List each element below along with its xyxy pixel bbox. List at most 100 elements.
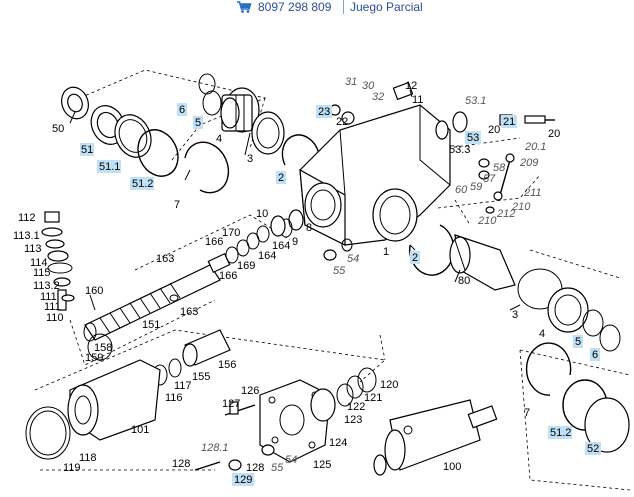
label-166a[interactable]: 166 bbox=[205, 236, 223, 248]
label-5b[interactable]: 5 bbox=[575, 336, 581, 348]
label-30[interactable]: 30 bbox=[362, 80, 375, 92]
label-8[interactable]: 8 bbox=[306, 222, 312, 234]
label-2b[interactable]: 2 bbox=[412, 252, 418, 264]
label-50[interactable]: 50 bbox=[52, 123, 64, 135]
label-209[interactable]: 209 bbox=[519, 157, 538, 169]
label-9[interactable]: 9 bbox=[292, 236, 298, 248]
label-164b[interactable]: 164 bbox=[258, 250, 276, 262]
label-53-3[interactable]: 53.3 bbox=[449, 144, 470, 156]
label-23[interactable]: 23 bbox=[318, 106, 330, 118]
label-113-2[interactable]: 113.2 bbox=[33, 280, 60, 292]
part-number-link[interactable]: 8097 298 809 bbox=[258, 0, 332, 14]
label-53[interactable]: 53 bbox=[467, 132, 479, 144]
label-128a[interactable]: 128 bbox=[172, 458, 190, 470]
label-58[interactable]: 58 bbox=[493, 162, 506, 174]
label-7b[interactable]: 7 bbox=[524, 407, 530, 419]
label-155[interactable]: 155 bbox=[192, 371, 210, 383]
label-60[interactable]: 60 bbox=[455, 184, 468, 196]
label-22[interactable]: 22 bbox=[336, 116, 348, 128]
label-101[interactable]: 101 bbox=[131, 424, 149, 436]
label-163b[interactable]: 163 bbox=[180, 306, 198, 318]
label-113[interactable]: 113 bbox=[24, 243, 42, 255]
label-117[interactable]: 117 bbox=[174, 380, 192, 392]
label-55a[interactable]: 55 bbox=[333, 265, 346, 277]
label-119[interactable]: 119 bbox=[63, 462, 81, 474]
label-121[interactable]: 121 bbox=[364, 392, 382, 404]
label-51[interactable]: 51 bbox=[81, 144, 93, 156]
label-126[interactable]: 126 bbox=[241, 385, 259, 397]
label-111a[interactable]: 111 bbox=[40, 291, 57, 303]
label-212[interactable]: 212 bbox=[496, 208, 515, 220]
label-12[interactable]: 12 bbox=[405, 80, 417, 92]
label-51-1[interactable]: 51.1 bbox=[99, 161, 120, 173]
label-54a[interactable]: 54 bbox=[347, 253, 359, 265]
label-122[interactable]: 122 bbox=[347, 401, 365, 413]
label-3b[interactable]: 3 bbox=[512, 309, 518, 321]
label-120[interactable]: 120 bbox=[380, 379, 398, 391]
label-4b[interactable]: 4 bbox=[539, 328, 545, 340]
label-169[interactable]: 169 bbox=[237, 260, 255, 272]
label-156[interactable]: 156 bbox=[218, 359, 236, 371]
separator bbox=[343, 0, 344, 14]
label-170[interactable]: 170 bbox=[222, 227, 240, 239]
label-57[interactable]: 57 bbox=[483, 173, 496, 185]
shopping-cart-icon[interactable] bbox=[236, 0, 252, 14]
label-31[interactable]: 31 bbox=[345, 76, 357, 88]
label-164a[interactable]: 164 bbox=[272, 240, 290, 252]
label-158[interactable]: 158 bbox=[94, 342, 112, 354]
label-11[interactable]: 11 bbox=[412, 94, 423, 106]
label-114[interactable]: 114 bbox=[30, 257, 48, 269]
label-32[interactable]: 32 bbox=[372, 91, 384, 103]
label-110[interactable]: 110 bbox=[46, 312, 64, 324]
label-124[interactable]: 124 bbox=[329, 437, 347, 449]
label-127[interactable]: 127 bbox=[222, 398, 240, 410]
label-20-1[interactable]: 20.1 bbox=[524, 141, 546, 153]
label-100[interactable]: 100 bbox=[443, 461, 461, 473]
label-115[interactable]: 115 bbox=[33, 267, 51, 279]
label-1[interactable]: 1 bbox=[383, 246, 389, 258]
label-6[interactable]: 6 bbox=[179, 104, 185, 116]
label-5[interactable]: 5 bbox=[195, 117, 201, 129]
label-210b[interactable]: 210 bbox=[477, 215, 497, 227]
label-128b[interactable]: 128 bbox=[246, 462, 264, 474]
label-118[interactable]: 118 bbox=[79, 452, 97, 464]
label-6b[interactable]: 6 bbox=[592, 349, 598, 361]
label-20b[interactable]: 20 bbox=[548, 128, 560, 140]
label-20a[interactable]: 20 bbox=[488, 124, 500, 136]
label-54b[interactable]: 54 bbox=[285, 454, 297, 466]
label-51-2b[interactable]: 51.2 bbox=[550, 427, 571, 439]
label-160[interactable]: 160 bbox=[85, 285, 103, 297]
label-128-1[interactable]: 128.1 bbox=[201, 442, 229, 454]
label-159[interactable]: 159 bbox=[85, 352, 103, 364]
label-7[interactable]: 7 bbox=[174, 199, 180, 211]
label-21[interactable]: 21 bbox=[503, 116, 515, 128]
label-2[interactable]: 2 bbox=[278, 172, 284, 184]
worm-shaft bbox=[83, 215, 286, 361]
label-53-1[interactable]: 53.1 bbox=[465, 95, 486, 107]
label-highlights bbox=[80, 103, 601, 486]
label-151[interactable]: 151 bbox=[142, 319, 160, 331]
label-55b[interactable]: 55 bbox=[271, 462, 284, 474]
kit-label-link[interactable]: Juego Parcial bbox=[350, 0, 423, 14]
label-51-2[interactable]: 51.2 bbox=[132, 178, 153, 190]
label-80[interactable]: 80 bbox=[458, 275, 470, 287]
label-166b[interactable]: 166 bbox=[219, 270, 237, 282]
label-129[interactable]: 129 bbox=[234, 474, 252, 486]
top-left-parts bbox=[61, 73, 285, 194]
label-211[interactable]: 211 bbox=[523, 187, 542, 199]
label-10[interactable]: 10 bbox=[256, 208, 268, 220]
label-210a[interactable]: 210 bbox=[511, 201, 531, 213]
label-125[interactable]: 125 bbox=[313, 459, 331, 471]
label-52[interactable]: 52 bbox=[587, 443, 599, 455]
label-116[interactable]: 116 bbox=[165, 392, 183, 404]
label-113-1[interactable]: 113.1 bbox=[13, 230, 40, 242]
label-3[interactable]: 3 bbox=[247, 153, 253, 165]
label-59[interactable]: 59 bbox=[470, 181, 482, 193]
label-112[interactable]: 112 bbox=[18, 212, 36, 224]
label-111b[interactable]: 111 bbox=[44, 301, 61, 313]
label-123[interactable]: 123 bbox=[344, 414, 362, 426]
label-4[interactable]: 4 bbox=[216, 133, 222, 145]
part-labels: 50 51 51.1 51.2 6 5 4 3 7 2 31 30 32 12 … bbox=[13, 76, 599, 486]
label-163a[interactable]: 163 bbox=[156, 253, 174, 265]
